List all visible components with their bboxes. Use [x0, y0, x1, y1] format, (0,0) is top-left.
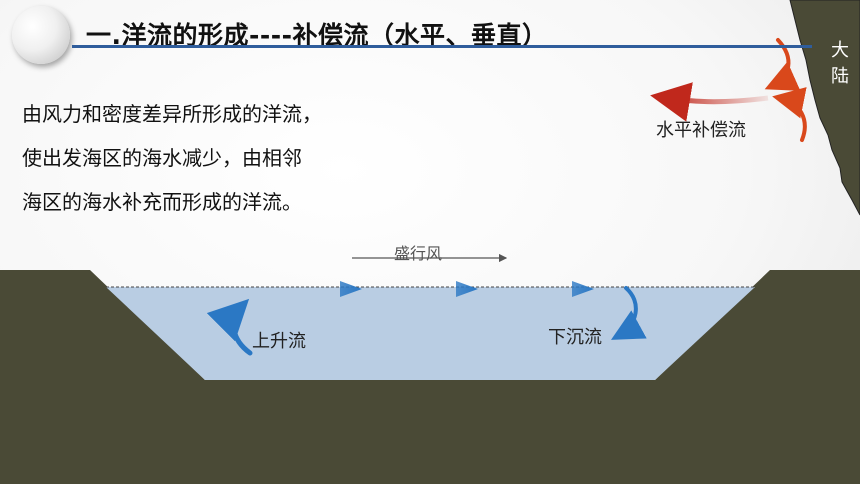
compensation-arrow-lower — [772, 87, 807, 142]
compensation-arrow-main — [650, 82, 769, 122]
decorative-circle — [12, 6, 70, 64]
definition-line-3: 海区的海水补充而形成的洋流。 — [22, 190, 302, 214]
definition-line-1: 由风力和密度差异所形成的洋流， — [22, 102, 322, 126]
definition-line-2: 使出发海区的海水减少，由相邻 — [22, 146, 302, 170]
prevailing-wind-label: 盛行风 — [394, 244, 443, 263]
seabed-land — [0, 270, 860, 484]
horizontal-compensation-label: 水平补偿流 — [656, 120, 746, 141]
downwelling-label: 下沉流 — [548, 327, 602, 348]
continent-label: 大陆 — [831, 40, 849, 87]
upwelling-label: 上升流 — [252, 331, 306, 352]
downwelling-arrow — [610, 286, 647, 340]
definition-text: 由风力和密度差异所形成的洋流， 使出发海区的海水减少，由相邻 海区的海水补充而形… — [22, 92, 382, 224]
title-underline — [72, 45, 812, 48]
ocean-water — [106, 287, 755, 380]
upwelling-arrow — [206, 298, 253, 356]
surface-current-arrows — [250, 281, 594, 297]
continent-shape — [789, 0, 860, 216]
